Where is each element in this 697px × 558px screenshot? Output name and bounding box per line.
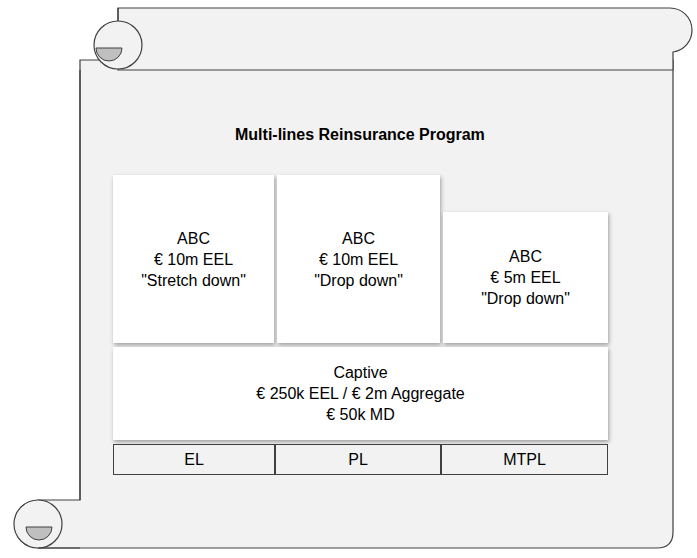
box-text: € 5m EEL (490, 267, 560, 288)
layer-box: ABC€ 10m EEL"Stretch down" (113, 175, 274, 343)
line-box: MTPL (441, 444, 608, 475)
line-box: PL (275, 444, 441, 475)
box-text: € 10m EEL (319, 249, 398, 270)
box-text: "Stretch down" (141, 270, 246, 291)
box-heading: ABC (509, 246, 542, 267)
layer-box: ABC€ 10m EEL"Drop down" (277, 175, 440, 343)
box-heading: MTPL (503, 449, 546, 470)
captive-box: Captive€ 250k EEL / € 2m Aggregate€ 50k … (113, 347, 608, 440)
layer-box: ABC€ 5m EEL"Drop down" (443, 212, 608, 343)
box-text: € 50k MD (326, 404, 394, 425)
box-text: "Drop down" (314, 270, 403, 291)
box-heading: Captive (333, 362, 387, 383)
box-heading: ABC (342, 228, 375, 249)
box-heading: EL (184, 449, 204, 470)
diagram-title: Multi-lines Reinsurance Program (235, 126, 485, 144)
box-heading: PL (348, 449, 368, 470)
box-text: "Drop down" (481, 288, 570, 309)
line-box: EL (113, 444, 275, 475)
box-text: € 10m EEL (154, 249, 233, 270)
box-heading: ABC (177, 228, 210, 249)
box-text: € 250k EEL / € 2m Aggregate (256, 383, 464, 404)
